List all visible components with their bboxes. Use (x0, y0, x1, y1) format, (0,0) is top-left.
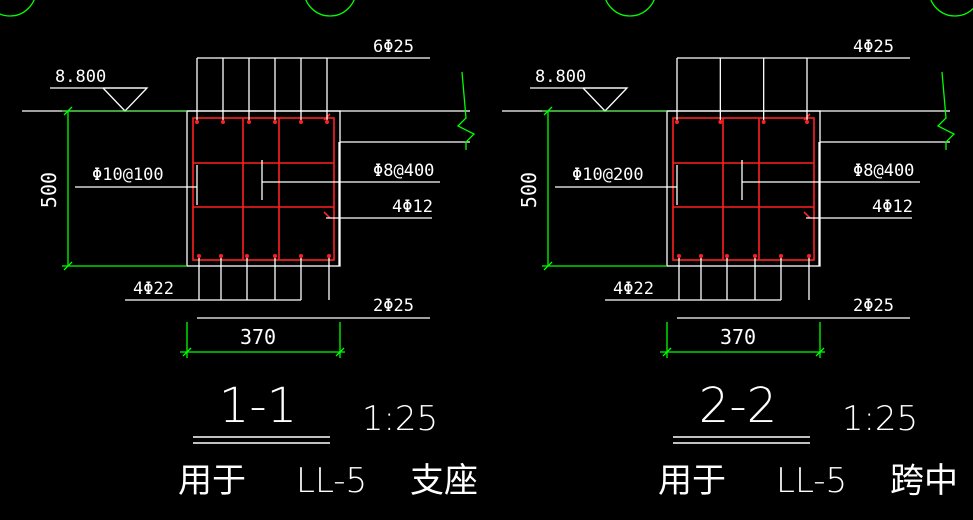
elevation-triangle (582, 87, 629, 112)
stirrups-label: Φ10@100 (92, 165, 164, 185)
width-tick-left (182, 347, 192, 357)
bottom-bar-5 (807, 254, 811, 258)
height-label: 500 (517, 172, 541, 208)
side-bars-label: 4Φ12 (872, 197, 913, 217)
top-bar-2 (761, 120, 766, 124)
bottom-bar-4 (299, 254, 303, 258)
bottom-bar-2 (245, 254, 249, 258)
height-tick-top (63, 106, 73, 116)
top-bar-4 (299, 120, 303, 124)
axis-bubble-3 (930, 0, 973, 17)
height-label: 500 (37, 172, 61, 208)
width-label: 370 (240, 325, 276, 349)
height-tick-bottom (543, 261, 553, 271)
top-bar-1 (221, 120, 225, 124)
elevation-label: 8.800 (535, 67, 586, 87)
bottom-bars-right-label: 2Φ25 (853, 296, 894, 316)
bottom-bar-0 (197, 254, 201, 258)
caption-used: 用于 (178, 461, 246, 501)
bottom-bar-1 (219, 254, 223, 258)
top-bar-3 (805, 120, 809, 124)
hook-lower-right (803, 211, 811, 219)
bottom-bars-left-label: 4Φ22 (133, 279, 174, 299)
width-label: 370 (720, 325, 756, 349)
bottom-bar-0 (677, 254, 681, 258)
bottom-bar-4 (779, 254, 783, 258)
beam-outline (186, 110, 341, 267)
axis-bubble-1 (305, 0, 355, 17)
top-bar-0 (195, 120, 199, 124)
bottom-bar-1 (699, 254, 703, 258)
elevation-triangle (102, 87, 149, 112)
stirrups-label: Φ10@200 (572, 165, 644, 185)
stirrup-outer (192, 117, 335, 261)
top-bar-0 (675, 120, 679, 124)
section-2-2: 8.800 4Φ25 4Φ22 2Φ25 Φ10@200 Φ8@400 4Φ12 500 370… (502, 37, 958, 501)
beam-outline (666, 110, 821, 267)
caption-member: LL-5 (296, 461, 367, 501)
height-tick-top (543, 106, 553, 116)
top-bar-1 (718, 120, 723, 124)
break-symbol (456, 71, 476, 150)
top-bars-label: 6Φ25 (373, 37, 414, 57)
top-bar-2 (247, 120, 251, 124)
width-tick-right (335, 347, 345, 357)
width-tick-left (662, 347, 672, 357)
break-symbol (936, 71, 956, 150)
scale-label: 1:25 (842, 399, 918, 439)
side-bars-label: 4Φ12 (392, 197, 433, 217)
top-bars-label: 4Φ25 (853, 37, 894, 57)
bottom-bar-2 (725, 254, 729, 258)
caption-member: LL-5 (776, 461, 847, 501)
hook-lower-right (323, 211, 331, 219)
bottom-bar-3 (273, 254, 277, 258)
caption-location: 支座 (410, 461, 478, 501)
caption-location: 跨中 (890, 461, 958, 501)
axis-bubble-0 (0, 0, 35, 17)
stirrup-outer (672, 117, 815, 261)
top-bar-3 (273, 120, 277, 124)
elevation-label: 8.800 (55, 67, 106, 87)
bottom-bars-left-label: 4Φ22 (613, 279, 654, 299)
bottom-bar-5 (327, 254, 331, 258)
section-title: 2-2 (699, 378, 777, 434)
section-1-1: 8.800 6Φ25 4Φ22 2Φ25 Φ10@100 Φ8@400 4Φ12 500 370… (22, 37, 478, 501)
height-tick-bottom (63, 261, 73, 271)
axis-bubble-2 (605, 0, 655, 17)
top-bar-5 (325, 120, 329, 124)
width-tick-right (815, 347, 825, 357)
bottom-bars-right-label: 2Φ25 (373, 296, 414, 316)
tie-bars-label: Φ8@400 (853, 161, 914, 181)
bottom-bar-3 (753, 254, 757, 258)
tie-bars-label: Φ8@400 (373, 161, 434, 181)
caption-used: 用于 (658, 461, 726, 501)
section-title: 1-1 (219, 378, 297, 434)
scale-label: 1:25 (362, 399, 438, 439)
